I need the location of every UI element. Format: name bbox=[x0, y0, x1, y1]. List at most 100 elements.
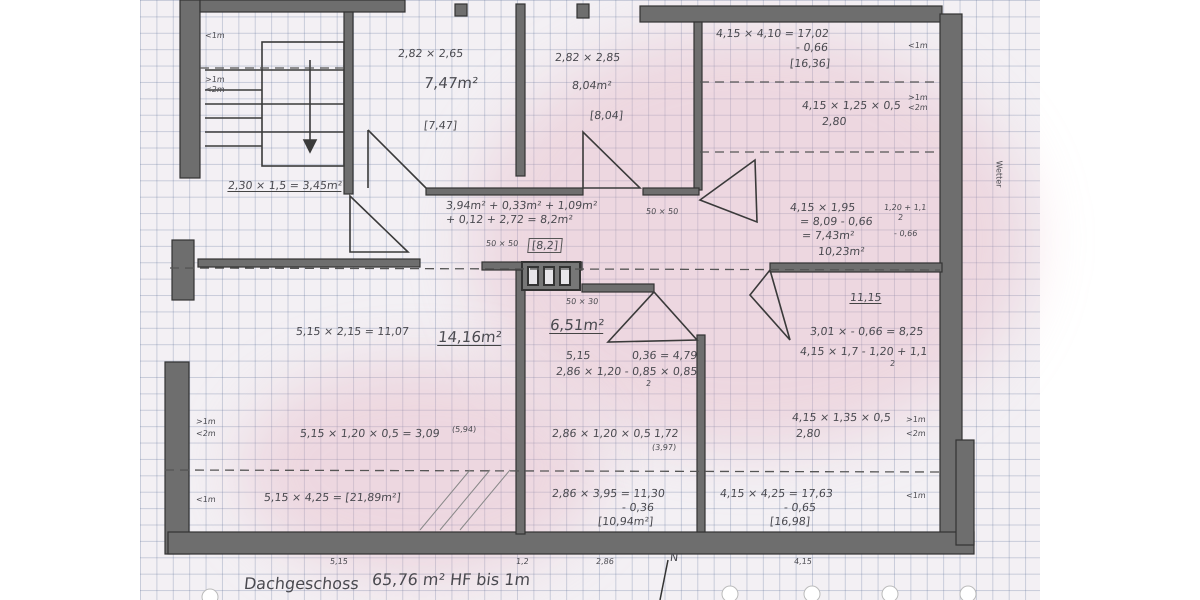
top-window-block bbox=[576, 3, 590, 19]
room-calc: 4,15 × 1,25 × 0,5 bbox=[801, 99, 902, 112]
room-check: [7,47] bbox=[423, 119, 458, 132]
room-calc: 4,15 × 1,95 bbox=[789, 201, 856, 214]
room-calc: 4,15 × 1,35 × 0,5 bbox=[791, 411, 892, 424]
wall-corridor-upper bbox=[425, 187, 584, 196]
wall-top-right-divider bbox=[693, 21, 703, 191]
wall-corridor-right bbox=[642, 187, 700, 196]
room-check: [8,04] bbox=[589, 109, 624, 122]
chimney-block bbox=[521, 261, 581, 291]
side-note: Wetter bbox=[994, 160, 1004, 188]
room-area: 11,15 bbox=[849, 291, 883, 304]
height-mark: >1m bbox=[195, 417, 217, 426]
corridor-calc: + 0,12 + 2,72 = 8,2m² bbox=[445, 213, 574, 226]
wall-stair-right bbox=[343, 11, 354, 195]
north-arrow bbox=[659, 559, 669, 600]
room-calc: = 7,43m² bbox=[801, 229, 856, 242]
height-mark: >1m bbox=[907, 93, 929, 102]
room-calc: 1,72 bbox=[653, 427, 680, 440]
height-mark: >1m bbox=[204, 75, 226, 84]
north-marker: N bbox=[669, 551, 679, 564]
room-calc: 2 bbox=[897, 213, 904, 222]
wall-outer-left-upper bbox=[179, 0, 201, 179]
room-area: 7,47m² bbox=[423, 74, 480, 92]
room-check: [16,98] bbox=[769, 515, 811, 528]
floor-label: Dachgeschoss bbox=[243, 574, 360, 593]
room-calc: 5,15 × 4,25 = [21,89m²] bbox=[263, 491, 402, 504]
room-check: [16,36] bbox=[789, 57, 831, 70]
height-mark: <1m bbox=[195, 495, 217, 504]
room-calc: 3,01 × - 0,66 = 8,25 bbox=[809, 325, 925, 338]
pink-shadow bbox=[470, 30, 1030, 450]
wall-outer-bottom bbox=[167, 531, 975, 555]
room-dims: 2,82 × 2,85 bbox=[554, 51, 621, 64]
room-calc: 2,86 × 1,20 × 0,5 bbox=[551, 427, 652, 440]
bottom-dim: 2,86 bbox=[595, 557, 615, 566]
height-mark: <1m bbox=[907, 41, 929, 50]
staircase bbox=[205, 41, 345, 167]
height-mark: >1m bbox=[905, 415, 927, 424]
room-calc: 5,15 × 1,20 × 0,5 = 3,09 bbox=[299, 427, 441, 440]
room-calc: 5,15 × 2,15 = 11,07 bbox=[295, 325, 410, 338]
height-mark: <2m bbox=[204, 85, 226, 94]
room-area: 6,51m² bbox=[549, 316, 606, 334]
room-calc: - 0,36 bbox=[621, 501, 655, 514]
small-dims: 50 × 50 bbox=[485, 239, 519, 248]
room-dims: 2,82 × 2,65 bbox=[397, 47, 464, 60]
height-mark: <2m bbox=[195, 429, 217, 438]
wall-hall-right bbox=[696, 334, 706, 533]
small-dims: 50 × 30 bbox=[565, 297, 599, 306]
bottom-dim: 4,15 bbox=[793, 557, 813, 566]
room-calc: 2,80 bbox=[821, 115, 848, 128]
room-calc: = 8,09 - 0,66 bbox=[799, 215, 874, 228]
room-calc: - 0,66 bbox=[893, 229, 918, 238]
room-note: (3,97) bbox=[651, 443, 677, 452]
wall-outer-left-mid bbox=[171, 239, 195, 301]
room-calc: 10,23m² bbox=[817, 245, 866, 258]
wall-outer-top-right bbox=[639, 5, 943, 23]
height-lines bbox=[164, 67, 941, 473]
room-calc: 4,15 × 4,10 = 17,02 bbox=[715, 27, 830, 40]
height-mark: <2m bbox=[905, 429, 927, 438]
room-area: 8,04m² bbox=[571, 79, 613, 92]
room-area: 14,16m² bbox=[437, 328, 503, 346]
bottom-dim: 1,2 bbox=[515, 557, 530, 566]
room-calc: - 0,65 bbox=[783, 501, 817, 514]
wall-outer-top-left bbox=[199, 0, 406, 13]
room-calc: 4,15 × 4,25 = 17,63 bbox=[719, 487, 834, 500]
room-check: [10,94m²] bbox=[597, 515, 654, 528]
room-calc: 2 bbox=[889, 359, 896, 368]
room-calc: 5,15 bbox=[565, 349, 592, 362]
height-mark: <1m bbox=[905, 491, 927, 500]
height-mark: <1m bbox=[204, 31, 226, 40]
corridor-calc: 3,94m² + 0,33m² + 1,09m² bbox=[445, 199, 598, 212]
wall-outer-left-lower bbox=[164, 361, 190, 555]
top-window-block bbox=[454, 3, 468, 17]
room-calc: 1,20 + 1,1 bbox=[883, 203, 927, 212]
wall-hall-left bbox=[515, 269, 526, 535]
wall-hall-top bbox=[581, 283, 655, 293]
wall-outer-right-bottom bbox=[955, 439, 975, 546]
small-dims: 50 × 50 bbox=[645, 207, 679, 216]
room-calc: - 0,66 bbox=[795, 41, 829, 54]
stair-calc: 2,30 × 1,5 = 3,45m² bbox=[227, 179, 343, 192]
total-area: 65,76 m² HF bis 1m bbox=[371, 570, 532, 589]
height-mark: <2m bbox=[907, 103, 929, 112]
room-calc: 4,15 × 1,7 - 1,20 + 1,1 bbox=[799, 345, 929, 358]
room-calc: 2,86 × 3,95 = 11,30 bbox=[551, 487, 666, 500]
room-calc: 2 bbox=[645, 379, 652, 388]
room-calc: 2,86 × 1,20 - 0,85 × 0,85 bbox=[555, 365, 699, 378]
room-note: (5,94) bbox=[451, 425, 477, 434]
bottom-dim: 5,15 bbox=[329, 557, 349, 566]
corridor-check: [8,2] bbox=[527, 238, 563, 253]
graph-paper bbox=[140, 0, 1040, 600]
wall-mid-left bbox=[197, 258, 421, 268]
wall-top-rooms-divider bbox=[515, 3, 526, 177]
room-calc: 2,80 bbox=[795, 427, 822, 440]
punch-holes bbox=[201, 585, 977, 600]
room-calc: 0,36 = 4,79 bbox=[631, 349, 698, 362]
hatching bbox=[419, 469, 511, 531]
door-swings bbox=[349, 129, 791, 343]
wall-right-mid bbox=[769, 262, 943, 273]
